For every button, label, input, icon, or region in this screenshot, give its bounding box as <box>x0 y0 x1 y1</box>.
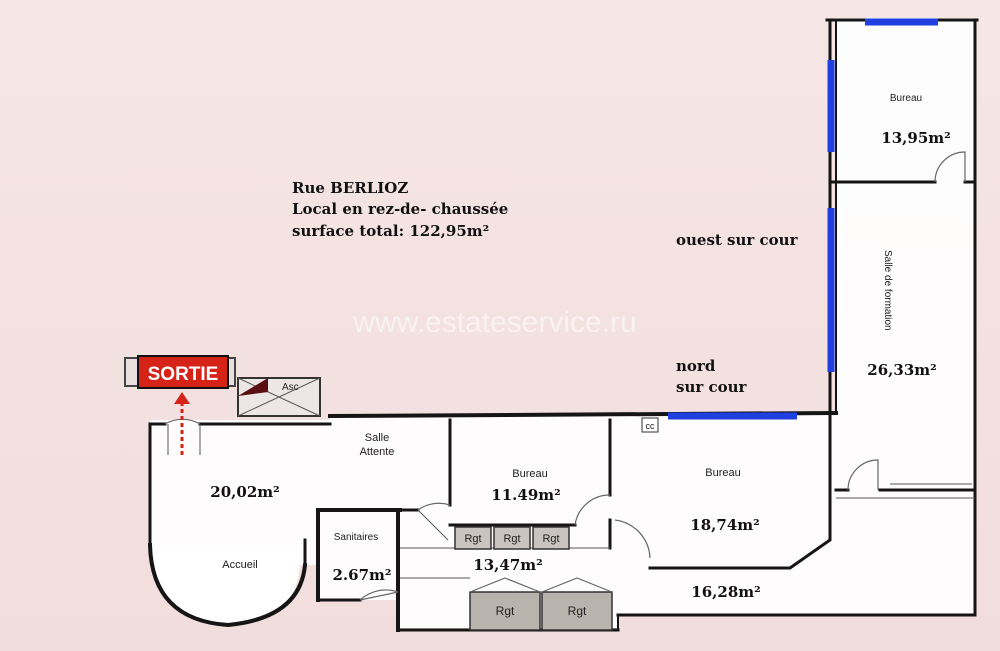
orientation-west: ouest sur cour <box>676 231 799 249</box>
right-wing <box>825 18 979 617</box>
room-sanitaires-name: Sanitaires <box>334 532 378 543</box>
premises-description: Local en rez-de- chaussée <box>292 200 508 218</box>
room-sanitaires-area: 2.67m² <box>333 566 392 584</box>
storage-label-1: Rgt <box>464 533 481 545</box>
orientation-north-1: nord <box>676 357 716 375</box>
elevator: Asc <box>237 377 321 417</box>
room-bureau-right-area: 18,74m² <box>690 516 759 534</box>
room-bureau-mid-area: 11.49m² <box>491 486 560 504</box>
room-bureau-right-name: Bureau <box>705 467 740 479</box>
storage-units: Rgt Rgt Rgt Rgt Rgt <box>454 526 613 631</box>
accueil-floor <box>150 545 300 625</box>
room-formation-name: Salle de formation <box>882 250 893 331</box>
storage-label-2: Rgt <box>503 533 520 545</box>
floor-area <box>150 18 975 628</box>
room-bureau-top-area: 13,95m² <box>881 129 950 147</box>
room-accueil-name: Accueil <box>222 559 257 571</box>
room-bureau-top-name: Bureau <box>890 93 922 104</box>
room-salle-attente-line1: Salle <box>365 432 389 444</box>
room-bottom-right-area: 16,28m² <box>691 583 760 601</box>
cc-label: cc <box>646 421 656 431</box>
storage-label-5: Rgt <box>568 604 587 618</box>
room-accueil-area: 20,02m² <box>210 483 279 501</box>
exit-sign: SORTIE <box>137 355 229 389</box>
storage-label-4: Rgt <box>496 604 515 618</box>
asc-label: Asc <box>282 382 299 393</box>
exit-label: SORTIE <box>148 364 219 385</box>
room-formation-area: 26,33m² <box>867 361 936 379</box>
watermark: www.estateservice.ru <box>352 306 636 339</box>
street-title: Rue BERLIOZ <box>292 179 408 197</box>
orientation-north-2: sur cour <box>676 378 748 396</box>
room-salle-attente-line2: Attente <box>360 446 395 458</box>
room-bureau-mid-name: Bureau <box>512 468 547 480</box>
room-corridor-area: 13,47m² <box>473 556 542 574</box>
storage-label-3: Rgt <box>542 533 559 545</box>
total-surface: surface total: 122,95m² <box>292 222 489 240</box>
